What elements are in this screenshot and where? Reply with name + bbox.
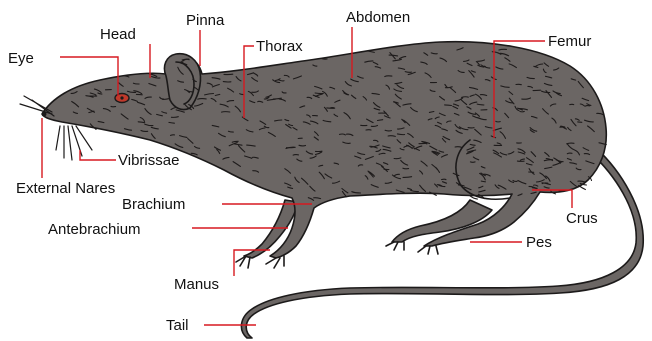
label-external-nares: External Nares — [16, 180, 115, 197]
fur-stroke — [388, 136, 395, 137]
label-manus: Manus — [174, 276, 219, 293]
vibrissae-leader — [80, 150, 116, 160]
fur-stroke — [481, 181, 485, 182]
fur-stroke — [293, 155, 298, 156]
fur-stroke — [445, 105, 452, 106]
label-thorax: Thorax — [256, 38, 303, 55]
fur-stroke — [299, 145, 306, 146]
label-vibrissae: Vibrissae — [118, 152, 179, 169]
label-eye: Eye — [8, 50, 34, 67]
pes-near-paw — [418, 246, 438, 254]
manus-far-paw — [236, 256, 250, 268]
fur-stroke — [496, 121, 500, 122]
fur-stroke — [315, 93, 323, 94]
label-pinna: Pinna — [186, 12, 225, 29]
fur-stroke — [198, 99, 207, 100]
label-pes: Pes — [526, 234, 552, 251]
label-crus: Crus — [566, 210, 598, 227]
label-brachium: Brachium — [122, 196, 185, 213]
pes-far-paw — [386, 242, 404, 250]
fur-stroke — [171, 135, 175, 136]
fur-stroke — [462, 97, 469, 98]
label-femur: Femur — [548, 33, 591, 50]
label-tail: Tail — [166, 317, 189, 334]
fur-stroke — [579, 186, 586, 190]
fur-stroke — [455, 147, 461, 148]
fur-stroke — [403, 168, 409, 169]
fur-stroke — [321, 59, 327, 60]
label-antebrachium: Antebrachium — [48, 221, 141, 238]
label-abdomen: Abdomen — [346, 9, 410, 26]
manus-near-paw — [266, 256, 284, 268]
label-head: Head — [100, 26, 136, 43]
